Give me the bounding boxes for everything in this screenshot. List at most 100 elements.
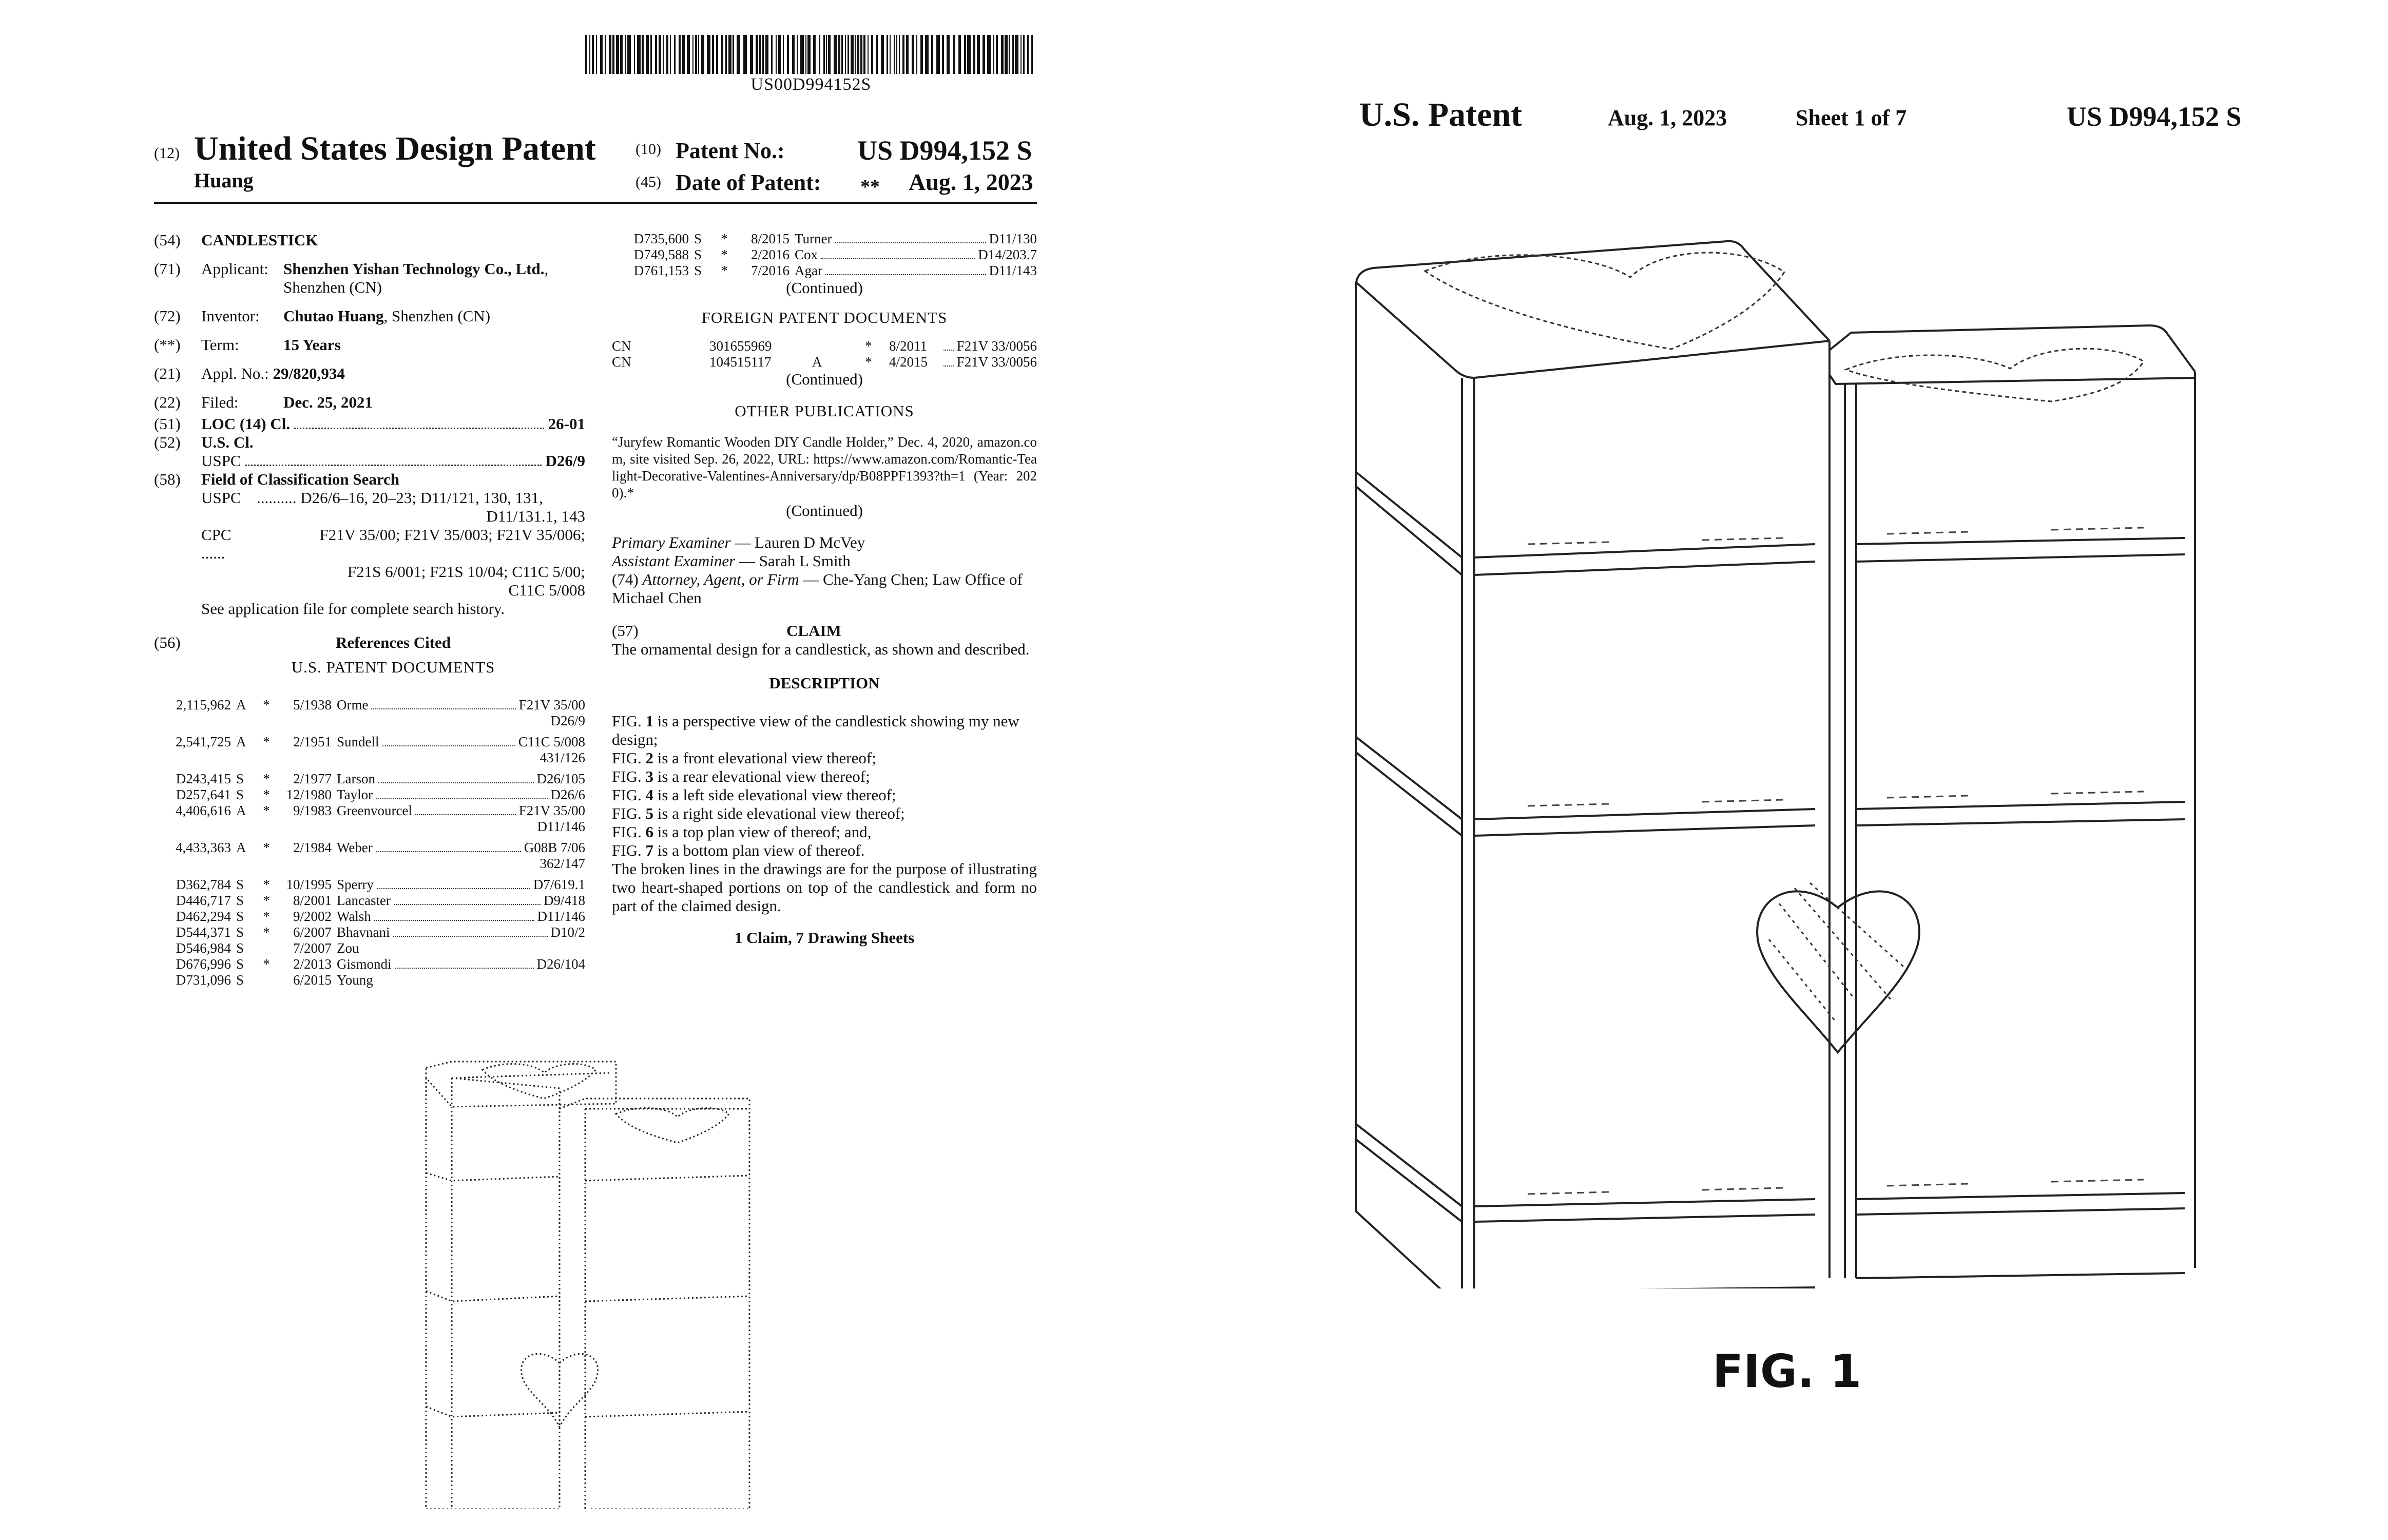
barcode-bar [592,35,594,74]
search-label: Field of Classification Search [201,470,400,488]
barcode-bar [807,35,811,74]
header-rule [154,202,1037,204]
leader-dots [376,877,530,889]
reference-date: 5/1938 [293,697,332,713]
search-history-note: See application file for complete search… [201,600,505,618]
inventor-name: Chutao Huang [283,307,384,325]
foreign-docs-heading: FOREIGN PATENT DOCUMENTS [701,309,948,326]
leader-dots [835,231,986,243]
inid-code-58: (58) [154,470,181,488]
barcode-bar [857,35,859,74]
reference-num: D462,294 [176,909,231,924]
inid-code-45: (45) [635,174,661,190]
reference-star: * [721,247,728,262]
reference-date: 8/2001 [293,893,332,908]
reference-num: D749,588 [633,247,689,262]
inventor-label: Inventor: [201,307,260,325]
primary-examiner-name: — Lauren D McVey [730,533,865,551]
barcode-bar [855,35,856,74]
other-publication-entry: “Juryfew Romantic Wooden DIY Candle Hold… [612,434,1037,500]
barcode-bar [725,35,727,74]
barcode-bar [848,35,849,74]
reference-num: D676,996 [176,956,231,972]
barcode-bar [977,35,980,74]
drawing-sheet: U.S. Patent Aug. 1, 2023 Sheet 1 of 7 US… [1194,0,2388,1540]
reference-star: * [721,263,728,278]
inid-code-71: (71) [154,260,181,278]
fig-number: 3 [645,767,653,785]
reference-num: 4,433,363 [176,840,231,855]
leader-dots [415,803,516,815]
leader-dots [382,734,515,746]
fig-description: is a top plan view of thereof; and, [653,823,872,841]
assistant-examiner-label: Assistant Examiner [612,552,736,570]
fig-description: is a perspective view of the candlestick… [612,712,1019,748]
reference-class: D7/619.1 [533,877,585,892]
reference-class: D26/104 [536,956,586,972]
barcode-bar [894,35,895,74]
barcode-bar [627,35,631,74]
reference-num: D243,415 [176,771,231,786]
field-term: (**) Term: 15 Years [154,336,585,354]
fig-number: 2 [645,749,653,767]
barcode-bar [973,35,975,74]
reference-star: * [263,771,270,786]
barcode-bar [609,35,611,74]
reference-kind: S [236,909,244,924]
reference-date: 2/2016 [750,247,789,262]
figure-label: FIG. 1 [1712,1345,1862,1398]
primary-examiner: Primary Examiner — Lauren D McVey [612,533,1037,552]
barcode-bar [851,35,854,74]
barcode-bar [712,35,714,74]
fig-prefix: FIG. [612,767,646,785]
field-loc: (51) LOC (14) Cl. 26-01 [154,415,585,433]
barcode-bar [890,35,891,74]
barcode-bar [646,35,649,74]
barcode-bar [783,35,784,74]
reference-date: 9/2002 [293,909,332,924]
reference-name: Walsh [337,909,371,924]
leader-dots [394,956,534,969]
description-figure-item: FIG. 7 is a bottom plan view of thereof. [612,841,1037,860]
inid-code-54: (54) [154,231,181,249]
barcode-bar [967,35,971,74]
reference-class-secondary: D26/9 [550,713,586,728]
barcode-bar [828,35,831,74]
barcode-bar [762,35,764,74]
search-uspc-line1: D26/6–16, 20–23; D11/121, 130, 131, [300,489,543,507]
barcode-bar [1020,35,1022,74]
field-inventor: (72) Inventor: Chutao Huang, Shenzhen (C… [154,307,585,325]
description-figure-item: FIG. 1 is a perspective view of the cand… [612,712,1037,749]
barcode-bar [881,35,884,74]
us-refs-continued: (Continued) [786,279,863,297]
reference-date: 7/2016 [750,263,789,278]
sheet-number: Sheet 1 of 7 [1796,105,1907,130]
other-pubs-continued: (Continued) [786,502,863,519]
foreign-country: CN [612,338,631,354]
inventor-surname: Huang [194,169,254,192]
barcode-bar [743,35,747,74]
patent-no-label: Patent No.: [676,138,785,163]
barcode-bar [698,35,699,74]
barcode-bar [826,35,827,74]
leader-dots [825,263,986,275]
barcode-bar [996,35,998,74]
barcode-bar [920,35,923,74]
barcode-text: US00D994152S [750,75,872,94]
barcode-bar [871,35,873,74]
barcode-bar [612,35,614,74]
barcode-bar [1009,35,1010,74]
barcode-bar [993,35,994,74]
reference-star: * [263,925,270,940]
barcode-bar [674,35,676,74]
barcode-bar [778,35,781,74]
reference-class-secondary: 362/147 [540,856,585,871]
barcode-bar [841,35,843,74]
